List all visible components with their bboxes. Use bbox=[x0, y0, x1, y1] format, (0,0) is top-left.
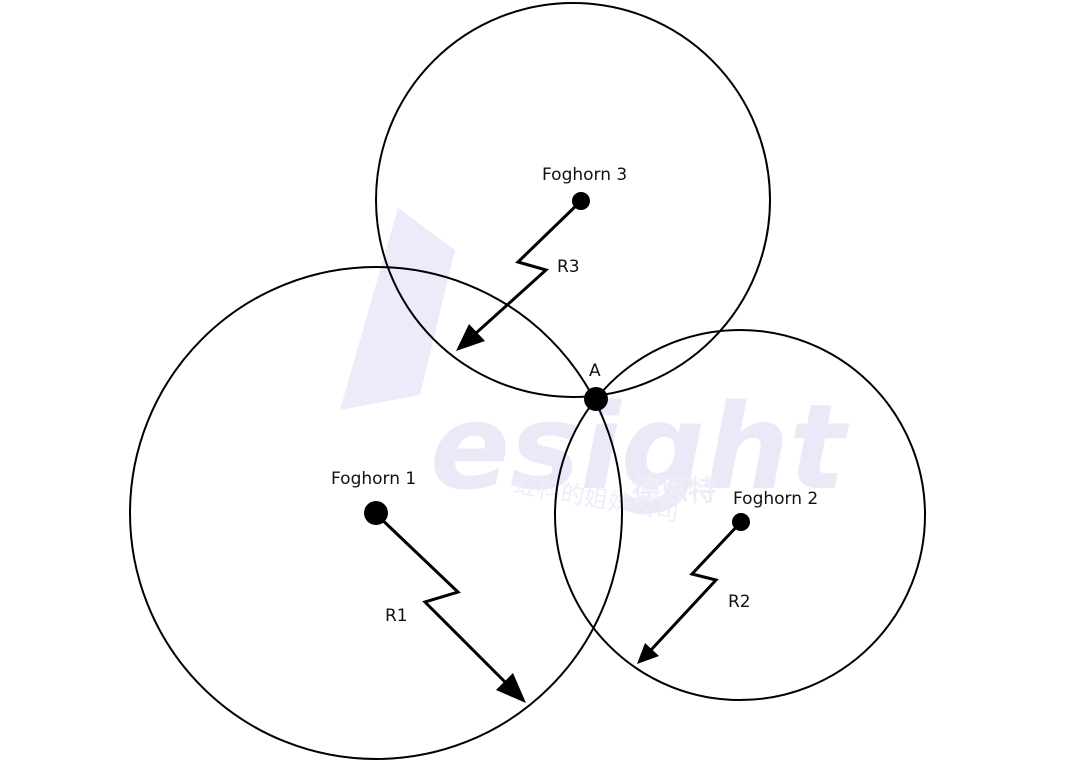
radius-3-label: R3 bbox=[557, 257, 580, 277]
foghorn-3-label: Foghorn 3 bbox=[542, 165, 627, 185]
watermark-brand: esight bbox=[430, 378, 850, 516]
foghorn-1-center bbox=[364, 501, 388, 525]
foghorn-3-center bbox=[572, 192, 590, 210]
watermark-cn-brand: 德思特 bbox=[632, 474, 716, 507]
foghorn-3-arrow-head bbox=[456, 324, 485, 351]
foghorn-2-radius bbox=[637, 520, 743, 664]
foghorn-2-arrow-head bbox=[637, 643, 659, 664]
foghorn-1-radius bbox=[374, 512, 526, 703]
intersection-label: A bbox=[589, 361, 601, 381]
radius-2-label: R2 bbox=[728, 592, 751, 612]
foghorn-2-label: Foghorn 2 bbox=[733, 489, 818, 509]
foghorn-1-radius-line bbox=[374, 512, 509, 686]
foghorn-1-label: Foghorn 1 bbox=[331, 469, 416, 489]
watermark-logo-shape bbox=[340, 208, 455, 410]
foghorn-2-circle bbox=[554, 329, 926, 701]
foghorn-1-arrow-head bbox=[496, 673, 526, 703]
foghorn-2-radius-line bbox=[649, 520, 743, 652]
foghorn-3-radius bbox=[456, 199, 583, 351]
intersection-point-a bbox=[584, 387, 608, 411]
foghorn-1-circle bbox=[129, 266, 623, 760]
radius-1-label: R1 bbox=[385, 606, 408, 626]
foghorn-3-radius-line bbox=[473, 199, 583, 336]
foghorn-3-circle bbox=[375, 2, 771, 398]
foghorn-2-center bbox=[732, 513, 750, 531]
watermark: esight 德思特 虹科的姐妹公司 bbox=[340, 208, 850, 527]
